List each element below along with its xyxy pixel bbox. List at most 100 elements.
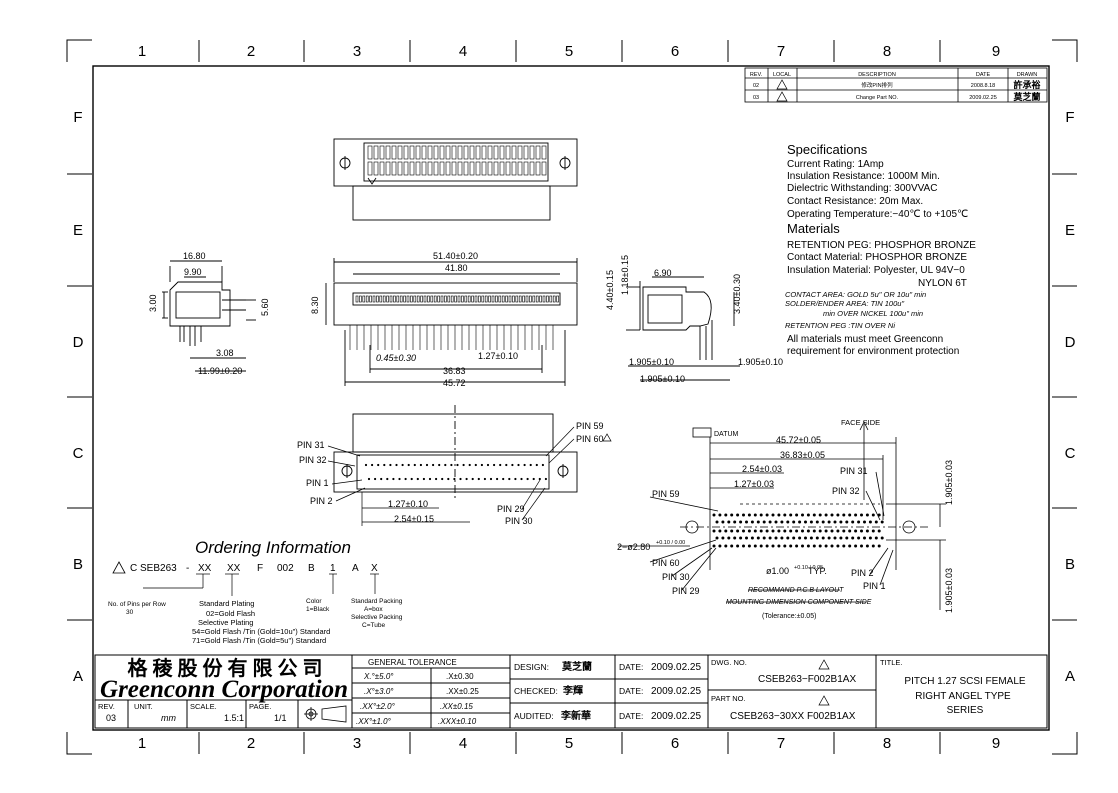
pcb-hole [812, 513, 816, 517]
zone-col-label: 3 [353, 735, 361, 752]
pcb-hole [795, 513, 799, 517]
ordering-code-f: F [257, 563, 263, 574]
dim-front-41-80: 41.80 [445, 263, 468, 273]
pcb-hole [857, 520, 861, 524]
bottom-pin-1: PIN 1 [306, 478, 329, 488]
rev-row1-drawn: 許承裕 [1013, 79, 1040, 90]
top-contact [397, 161, 403, 176]
zone-col-label: 7 [777, 43, 785, 60]
bottom-pin-31: PIN 31 [297, 440, 325, 450]
pcb-hole [818, 529, 822, 533]
material-note: requirement for environment protection [787, 346, 959, 357]
revision-table [744, 67, 1048, 103]
pcb-hole [865, 513, 869, 517]
pcb-hole [863, 520, 866, 524]
front-contact [382, 295, 386, 303]
zone-col-label: 8 [883, 735, 891, 752]
front-contact [518, 295, 522, 303]
ordering-legend-packing: Standard Packing [351, 598, 403, 605]
pcb-hole [874, 536, 878, 540]
zone-row-label: E [73, 222, 83, 239]
front-contact [481, 295, 485, 303]
top-contact [451, 145, 457, 160]
pcb-hole [836, 513, 840, 517]
bottom-contact [377, 463, 380, 467]
pcb-hole [860, 513, 863, 517]
pcb-hole [777, 544, 781, 548]
front-contact [522, 295, 525, 303]
pcb-hole [768, 520, 772, 524]
pcb-hole [789, 544, 793, 548]
bottom-contact [453, 477, 456, 481]
bottom-contact [386, 477, 389, 481]
pcb-hole [880, 536, 884, 540]
zone-row-label: B [1065, 556, 1075, 573]
front-contact [359, 295, 362, 303]
zone-row-label: D [1065, 334, 1076, 351]
material-small: CONTACT AREA: GOLD 5u" OR 10u" min [785, 290, 926, 299]
date-label: DATE: [619, 686, 643, 696]
pcb-caption-2: MOUNTING DIMENSION COMPONENT SIDE [726, 599, 872, 606]
front-contact [450, 295, 454, 303]
pcb-hole [827, 520, 831, 524]
dim-left-11-99: 11.99±0.20 [198, 366, 242, 376]
top-contact [427, 145, 433, 160]
tol-angle: .XX°±1.0° [356, 717, 392, 726]
bottom-contact [523, 463, 526, 467]
top-contact [541, 161, 547, 176]
tol-angle: .XX°±2.0° [360, 702, 396, 711]
top-contact [529, 161, 535, 176]
bottom-contact [428, 477, 432, 481]
bottom-pin-59: PIN 59 [576, 421, 604, 431]
dim-left-3-00: 3.00 [148, 294, 158, 312]
front-contact [413, 295, 417, 303]
pcb-hole [836, 529, 840, 533]
pcb-hole [753, 513, 757, 517]
pcb-hole [712, 544, 716, 548]
title-block [94, 654, 1048, 729]
pcb-hole [818, 544, 822, 548]
front-contact [508, 295, 512, 303]
dim-pcb-36-83: 36.83±0.05 [780, 450, 825, 460]
bottom-contact [380, 477, 383, 481]
rev-row1-rev: 02 [753, 83, 759, 89]
zone-col-label: 6 [671, 43, 679, 60]
rev-row2-rev: 03 [753, 95, 759, 101]
date-value: 2009.02.25 [651, 662, 701, 673]
front-contact [484, 295, 488, 303]
pcb-hole [783, 544, 787, 548]
top-contact [415, 161, 421, 176]
bottom-pin-30: PIN 30 [505, 516, 533, 526]
top-contact [433, 161, 439, 176]
pcb-hole [827, 536, 831, 540]
front-view [325, 258, 578, 386]
pcb-hole [759, 544, 763, 548]
tol-angle: X.°±5.0° [363, 672, 394, 681]
bottom-contact [447, 477, 450, 481]
front-contact [471, 295, 474, 303]
part-label: PART NO. [711, 694, 746, 703]
top-contact [481, 161, 487, 176]
top-contact [487, 161, 493, 176]
zone-col-label: 6 [671, 735, 679, 752]
front-contact [461, 295, 464, 303]
bottom-contact [416, 477, 419, 481]
sheet-frame [66, 39, 1078, 755]
pcb-hole [718, 529, 722, 533]
pcb-hole [727, 536, 731, 540]
ordering-legend-color-val: 1=Black [306, 606, 330, 613]
ordering-legend-plating: 02=Gold Flash [206, 609, 255, 618]
pcb-hole [830, 529, 834, 533]
ordering-legend-pins-val: 30 [126, 609, 134, 616]
material-line: NYLON 6T [918, 278, 967, 289]
pcb-hole [771, 544, 775, 548]
bottom-contact [486, 463, 490, 467]
materials-title: Materials [787, 221, 840, 236]
bottom-view-leaders [327, 426, 575, 526]
top-contact [391, 161, 397, 176]
tol-linear: .X±0.30 [446, 672, 474, 681]
rev-col-local: LOCAL [773, 72, 791, 78]
pcb-hole [780, 536, 784, 540]
ordering-legend-packing: Selective Packing [351, 614, 403, 621]
